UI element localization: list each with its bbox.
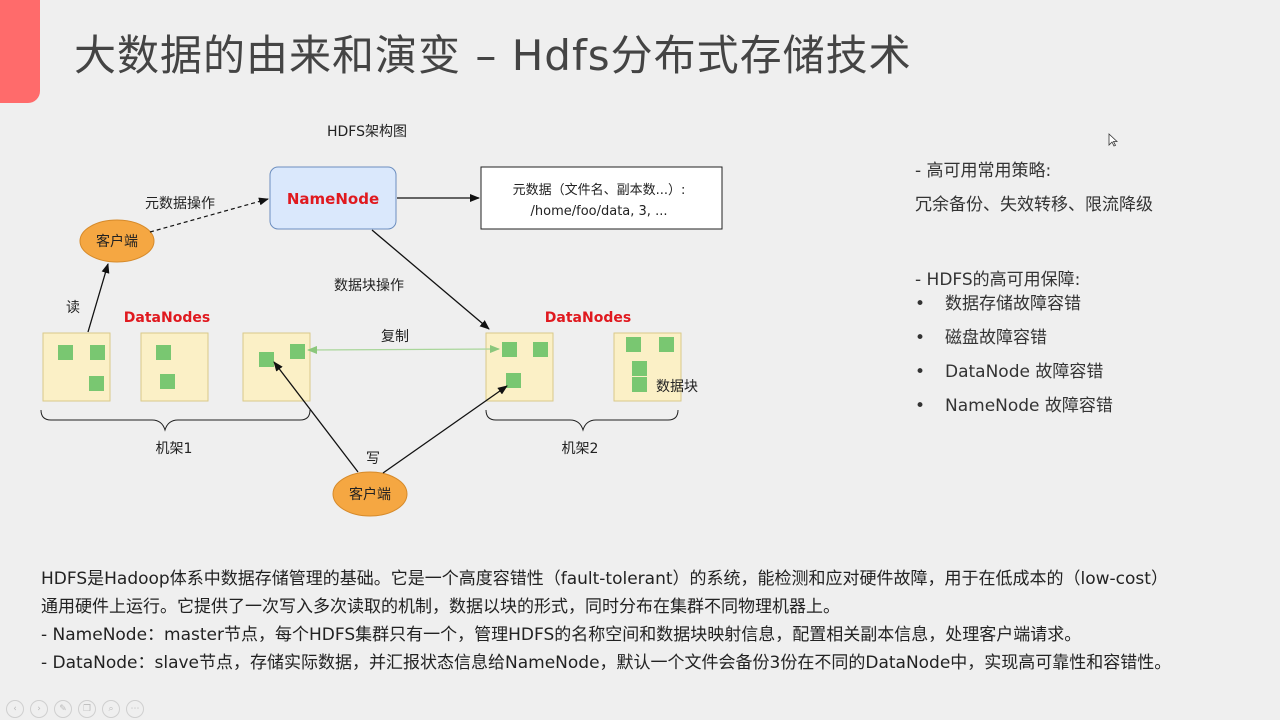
client-bottom	[332, 471, 408, 517]
data-block	[659, 337, 674, 352]
write-arrow-rack1	[273, 361, 359, 473]
list-item-text: DataNode 故障容错	[945, 362, 1104, 382]
datanodes-label-rack1: DataNodes	[124, 310, 210, 326]
description-line: - DataNode：slave节点，存储实际数据，并汇报状态信息给NameNo…	[41, 653, 1172, 673]
namenode-box	[269, 166, 397, 230]
data-block	[160, 374, 175, 389]
hdfs-ha-heading: - HDFS的高可用保障:	[915, 270, 1081, 290]
rack1-label: 机架1	[156, 441, 193, 457]
diagram-caption: HDFS架构图	[327, 124, 407, 140]
rack1-brace	[40, 409, 311, 432]
corner-accent	[0, 0, 40, 103]
block-label: 数据块	[656, 379, 698, 395]
metadata-line1: 元数据（文件名、副本数...）:	[513, 182, 686, 198]
prev-icon[interactable]: ‹	[6, 700, 24, 718]
mouse-cursor-icon	[1108, 133, 1118, 147]
zoom-icon[interactable]: ⌕	[102, 700, 120, 718]
list-item: • 磁盘故障容错	[915, 321, 1113, 355]
read-label: 读	[66, 299, 80, 316]
rack2-brace	[485, 409, 679, 432]
namenode-label: NameNode	[287, 190, 379, 208]
datanode-3	[242, 332, 311, 402]
page-title: 大数据的由来和演变 – Hdfs分布式存储技术	[74, 31, 912, 80]
data-block	[502, 342, 517, 357]
list-item: • 数据存储故障容错	[915, 287, 1113, 321]
read-arrow	[87, 263, 110, 333]
write-label: 写	[366, 451, 380, 467]
data-block	[58, 345, 73, 360]
list-item-text: 数据存储故障容错	[945, 294, 1081, 314]
data-block	[632, 361, 647, 376]
more-icon[interactable]: ⋯	[126, 700, 144, 718]
copy-icon[interactable]: ❐	[78, 700, 96, 718]
replicate-arrow	[307, 345, 500, 354]
slide-toolbar: ‹ › ✎ ❐ ⌕ ⋯	[6, 700, 144, 718]
bullet: •	[915, 294, 926, 314]
metadata-box	[480, 166, 723, 230]
data-block	[632, 377, 647, 392]
list-item: • NameNode 故障容错	[915, 389, 1113, 423]
client-top-label: 客户端	[96, 233, 138, 250]
client-bottom-label: 客户端	[349, 486, 391, 503]
pen-icon[interactable]: ✎	[54, 700, 72, 718]
ha-strategy-section: - 高可用常用策略: 冗余备份、失效转移、限流降级	[915, 163, 1153, 214]
hdfs-ha-list: • 数据存储故障容错 • 磁盘故障容错 • DataNode 故障容错 • NameNo…	[915, 287, 1113, 423]
data-block	[90, 345, 105, 360]
bullet: •	[915, 396, 926, 416]
data-block	[89, 376, 104, 391]
list-item: • DataNode 故障容错	[915, 355, 1113, 389]
data-block	[290, 344, 305, 359]
list-item-text: 磁盘故障容错	[945, 328, 1047, 348]
metadata-line2: /home/foo/data, 3, ...	[531, 204, 668, 219]
ha-strategy-heading: - 高可用常用策略:	[915, 161, 1052, 181]
description-line: - NameNode：master节点，每个HDFS集群只有一个，管理HDFS的…	[41, 625, 1082, 645]
block-op-label: 数据块操作	[334, 278, 404, 294]
client-top	[79, 219, 155, 263]
write-arrow-rack2	[382, 385, 508, 474]
datanode-2	[140, 332, 209, 402]
data-block	[626, 337, 641, 352]
hdfs-architecture-diagram: HDFS架构图 NameNode 元数据（文件名、副本数...）: /home/…	[40, 124, 723, 517]
data-block	[156, 345, 171, 360]
list-item-text: NameNode 故障容错	[945, 396, 1113, 416]
bullet: •	[915, 328, 926, 348]
rack2-label: 机架2	[562, 441, 599, 457]
hdfs-description: HDFS是Hadoop体系中数据存储管理的基础。它是一个高度容错性（fault-…	[41, 565, 1266, 677]
next-icon[interactable]: ›	[30, 700, 48, 718]
datanodes-label-rack2: DataNodes	[545, 310, 631, 326]
data-block	[533, 342, 548, 357]
description-line: 通用硬件上运行。它提供了一次写入多次读取的机制，数据以块的形式，同时分布在集群不…	[41, 597, 840, 617]
description-line: HDFS是Hadoop体系中数据存储管理的基础。它是一个高度容错性（fault-…	[41, 569, 1168, 589]
data-block	[259, 352, 274, 367]
replicate-label: 复制	[381, 328, 409, 345]
data-block	[506, 373, 521, 388]
block-op-arrow	[371, 229, 490, 330]
ha-strategy-text: 冗余备份、失效转移、限流降级	[915, 195, 1153, 215]
metadata-op-label: 元数据操作	[145, 196, 215, 212]
bullet: •	[915, 362, 926, 382]
hdfs-ha-section: - HDFS的高可用保障: • 数据存储故障容错 • 磁盘故障容错 • DataNod…	[915, 265, 1113, 423]
